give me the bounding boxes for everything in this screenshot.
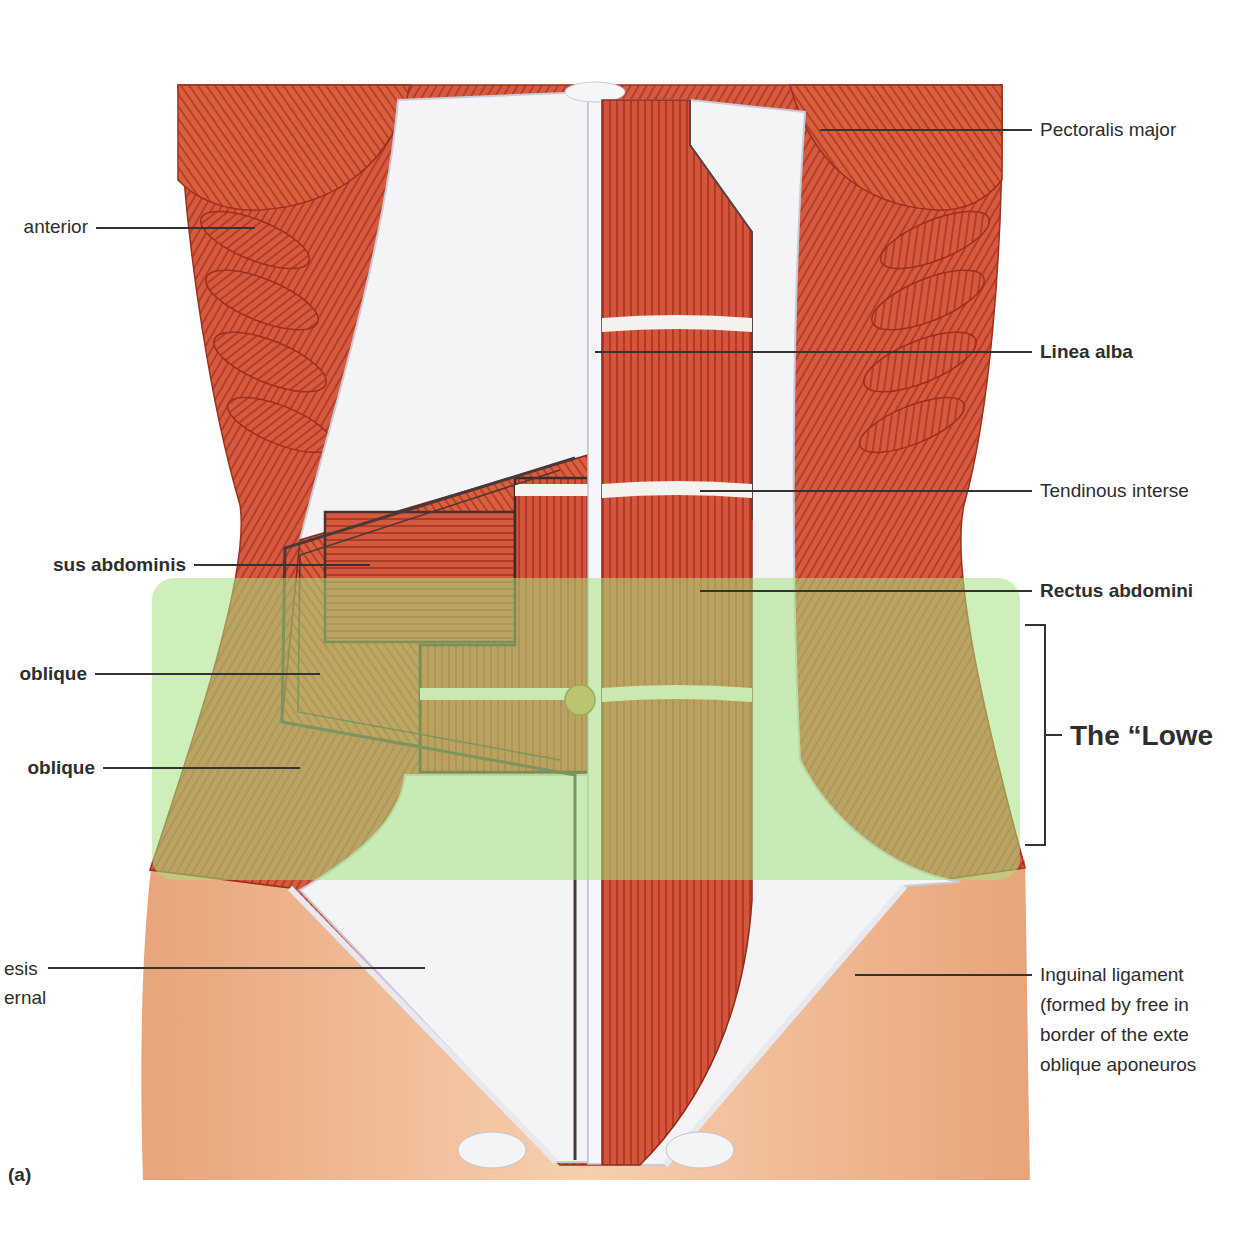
cut-outline <box>690 100 752 520</box>
muscle-label: oblique <box>27 757 95 780</box>
structure-label: Linea alba <box>1040 341 1133 364</box>
inguinal-ligament <box>665 886 905 1165</box>
structure-label: Inguinal ligament (formed by free in bor… <box>1040 960 1220 1080</box>
region-label: The “Lowe <box>1070 719 1213 753</box>
muscle-label: sus abdominis <box>53 554 186 577</box>
structure-label: Tendinous interse <box>1040 480 1189 503</box>
tendinous-intersection <box>515 484 588 496</box>
pectoralis <box>178 85 410 210</box>
figure-label: (a) <box>8 1164 31 1187</box>
bracket <box>1025 625 1062 845</box>
leader-line <box>48 130 1032 975</box>
muscle-label: oblique <box>19 663 87 686</box>
xiphoid <box>565 82 625 102</box>
highlight-band <box>152 578 1020 880</box>
torso-muscle <box>150 85 1025 1165</box>
muscle-label: anterior <box>24 216 88 239</box>
structure-label: esis ernal <box>4 954 66 1012</box>
pubic-tubercle <box>458 1132 526 1168</box>
muscle-label: Pectoralis major <box>1040 119 1176 142</box>
muscle-label: Rectus abdomini <box>1040 580 1193 603</box>
pectoralis <box>790 85 1002 210</box>
inguinal-ligament <box>290 888 556 1162</box>
pubic-tubercle <box>666 1132 734 1168</box>
